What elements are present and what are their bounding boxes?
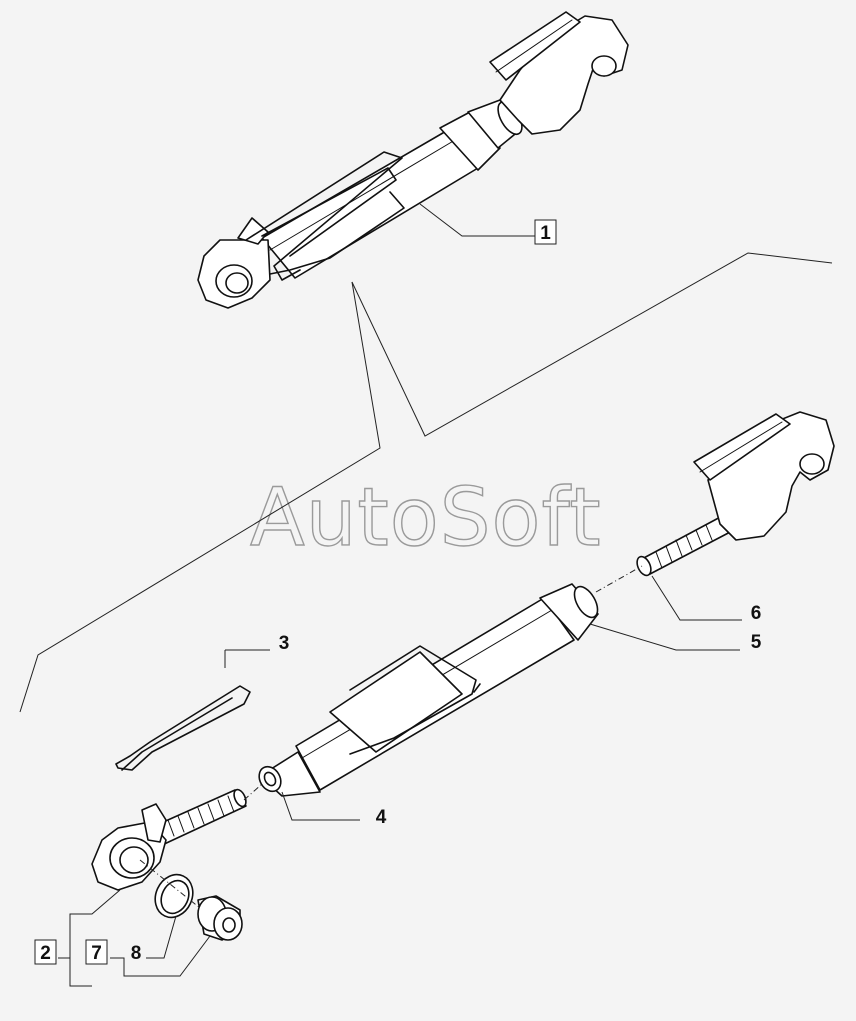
assembly-axes xyxy=(139,565,643,909)
circlip-part-7 xyxy=(154,873,194,919)
svg-text:3: 3 xyxy=(279,633,290,654)
svg-text:7: 7 xyxy=(91,943,102,964)
callout-7[interactable]: 7 xyxy=(85,939,108,965)
svg-text:6: 6 xyxy=(751,603,762,624)
callout-4[interactable]: 4 xyxy=(376,807,387,828)
barrel-part-5 xyxy=(258,583,599,797)
explode-guide-lines xyxy=(19,252,833,713)
svg-text:4: 4 xyxy=(376,807,387,828)
callout-2[interactable]: 2 xyxy=(34,939,57,965)
svg-text:1: 1 xyxy=(540,223,551,244)
svg-text:5: 5 xyxy=(751,632,762,653)
top-link-assembly xyxy=(197,11,629,309)
bushing-part-8 xyxy=(197,895,243,941)
svg-text:2: 2 xyxy=(40,943,51,964)
hook-part-6 xyxy=(636,411,835,577)
callout-1[interactable]: 1 xyxy=(534,219,557,245)
eye-end-part-2 xyxy=(91,788,247,891)
callout-8[interactable]: 8 xyxy=(131,943,142,964)
callout-3[interactable]: 3 xyxy=(279,633,290,654)
callout-6[interactable]: 6 xyxy=(751,603,762,624)
spring-clip-part-3 xyxy=(115,685,251,771)
leader-lines xyxy=(58,203,742,987)
svg-text:8: 8 xyxy=(131,943,142,964)
callout-5[interactable]: 5 xyxy=(751,632,762,653)
watermark: AutoSoft xyxy=(250,471,602,564)
